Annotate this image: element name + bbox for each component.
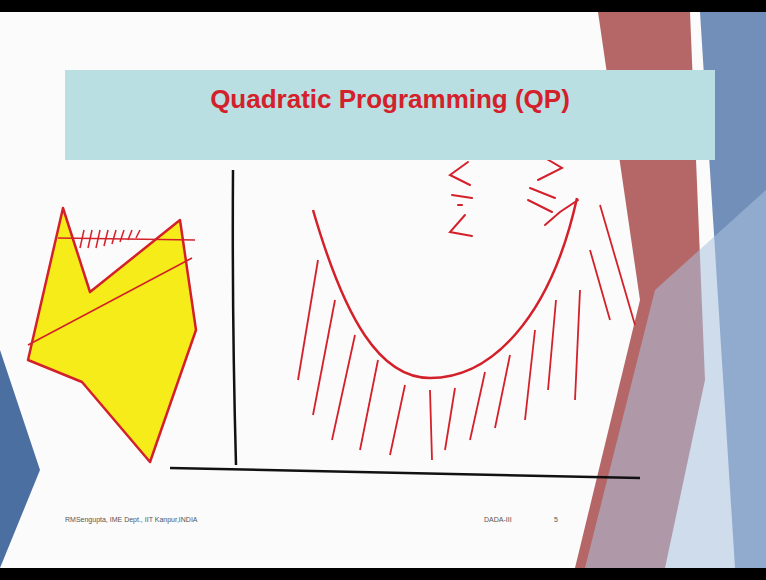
slide-number: 5 — [554, 516, 558, 523]
footer-course: DADA-III — [484, 516, 512, 523]
footer-author: RMSengupta, IME Dept., IIT Kanpur,INDIA — [65, 516, 198, 523]
title-band: Quadratic Programming (QP) — [65, 70, 715, 160]
slide-title: Quadratic Programming (QP) — [65, 70, 715, 115]
